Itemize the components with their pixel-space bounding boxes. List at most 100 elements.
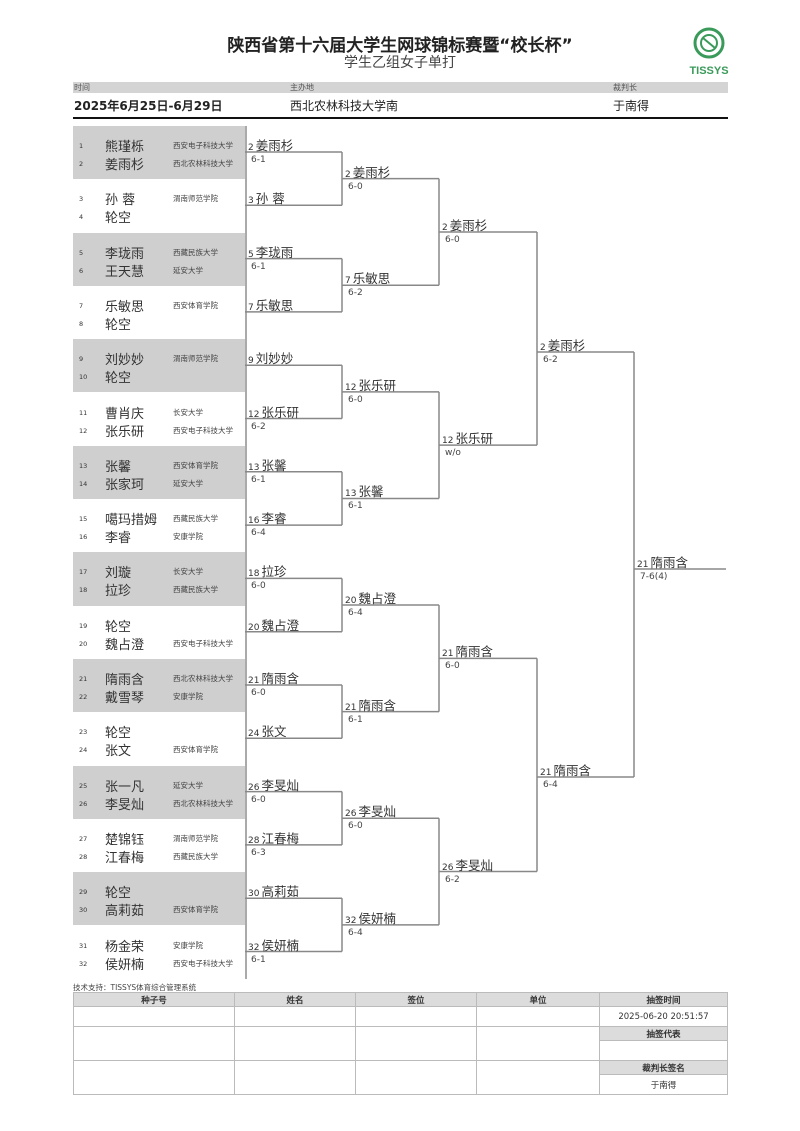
match-score: 6-4 (543, 780, 558, 790)
venue-value: 西北农林科技大学南 (290, 99, 399, 113)
winner-name: 姜雨杉 (547, 338, 586, 353)
player-name: 刘妙妙 (105, 353, 145, 369)
player-unit: 西北农林科技大学 (173, 159, 233, 168)
winner-seed: 26 (248, 782, 260, 793)
venue-label: 主办地 (290, 83, 314, 92)
player-unit: 西安体育学院 (173, 905, 218, 915)
match-score: 6-0 (348, 821, 363, 832)
col-seed: 种子号 (73, 992, 235, 1007)
draw-position: 23 (79, 728, 88, 737)
winner-name: 刘妙妙 (255, 351, 294, 367)
player-name: 张一凡 (105, 779, 145, 795)
winner-name: 隋雨含 (455, 644, 493, 660)
player-name: 杨金荣 (105, 939, 145, 955)
player-unit: 西安电子科技大学 (173, 141, 233, 150)
winner-name: 李旻灿 (261, 777, 299, 793)
cell (73, 1060, 235, 1095)
match-score: 7-6(4) (640, 572, 668, 582)
winner-seed: 32 (345, 915, 357, 926)
winner-seed: 9 (248, 356, 254, 367)
winner-name: 张馨 (261, 457, 287, 473)
player-name: 王天慧 (105, 264, 145, 280)
player-name: 刘璇 (105, 566, 132, 582)
draw-position: 16 (79, 533, 88, 542)
player-unit: 渭南师范学院 (173, 354, 218, 364)
player-name: 张文 (105, 744, 132, 760)
player-name: 拉珍 (105, 584, 132, 600)
col-unit: 单位 (476, 992, 600, 1007)
cell (355, 1006, 477, 1027)
cell (355, 1060, 477, 1095)
draw-time-value: 2025-06-20 20:51:57 (599, 1006, 728, 1027)
winner-seed: 18 (248, 569, 260, 580)
winner-seed: 28 (248, 835, 260, 846)
match-score: 6-0 (348, 394, 363, 405)
player-unit: 西北农林科技大学 (173, 674, 233, 683)
player-name: 孙 蓉 (105, 193, 136, 209)
match-score: 6-1 (348, 501, 363, 512)
winner-seed: 32 (248, 942, 260, 953)
player-unit: 西北农林科技大学 (173, 798, 233, 808)
draw-position: 26 (79, 799, 88, 808)
player-name: 姜雨杉 (105, 158, 145, 173)
winner-seed: 21 (637, 560, 649, 570)
info-bar (73, 82, 728, 93)
winner-name: 张乐研 (455, 431, 493, 447)
winner-seed: 21 (248, 676, 260, 686)
draw-position: 4 (79, 213, 84, 222)
winner-seed: 2 (442, 222, 448, 233)
cell (234, 1026, 356, 1061)
draw-position: 17 (79, 568, 88, 577)
player-unit: 西安电子科技大学 (173, 958, 233, 968)
winner-seed: 3 (248, 196, 254, 207)
winner-name: 孙 蓉 (255, 191, 285, 207)
player-name: 楚锦钰 (105, 832, 145, 848)
draw-position: 18 (79, 586, 88, 595)
winner-name: 张文 (261, 724, 287, 740)
player-unit: 渭南师范学院 (173, 833, 218, 843)
draw-position: 12 (79, 426, 88, 435)
cell (73, 1026, 235, 1061)
player-unit: 长安大学 (173, 567, 203, 577)
player-name: 轮空 (105, 619, 132, 635)
draw-position: 29 (79, 888, 88, 897)
winner-seed: 21 (540, 768, 552, 778)
winner-name: 江春梅 (261, 830, 299, 846)
winner-seed: 26 (442, 862, 454, 873)
winner-name: 隋雨含 (553, 763, 591, 778)
winner-name: 姜雨杉 (255, 138, 294, 153)
player-unit: 西藏民族大学 (173, 851, 218, 861)
match-score: 6-1 (348, 714, 363, 725)
draw-position: 13 (79, 461, 88, 470)
draw-position: 7 (79, 301, 84, 310)
draw-position: 30 (79, 906, 88, 915)
page-title: 陕西省第十六届大学生网球锦标赛暨“校长杯” (227, 36, 573, 56)
player-name: 戴雪琴 (105, 691, 145, 706)
match-score: 6-2 (348, 288, 363, 299)
player-unit: 延安大学 (173, 780, 203, 790)
player-name: 轮空 (105, 317, 132, 333)
winner-seed: 13 (248, 462, 260, 473)
match-score: 6-1 (251, 474, 266, 485)
player-name: 乐敏思 (105, 299, 145, 315)
winner-name: 魏占澄 (261, 617, 299, 633)
player-name: 张乐研 (105, 424, 145, 440)
svg-text:TISSYS: TISSYS (689, 65, 728, 77)
